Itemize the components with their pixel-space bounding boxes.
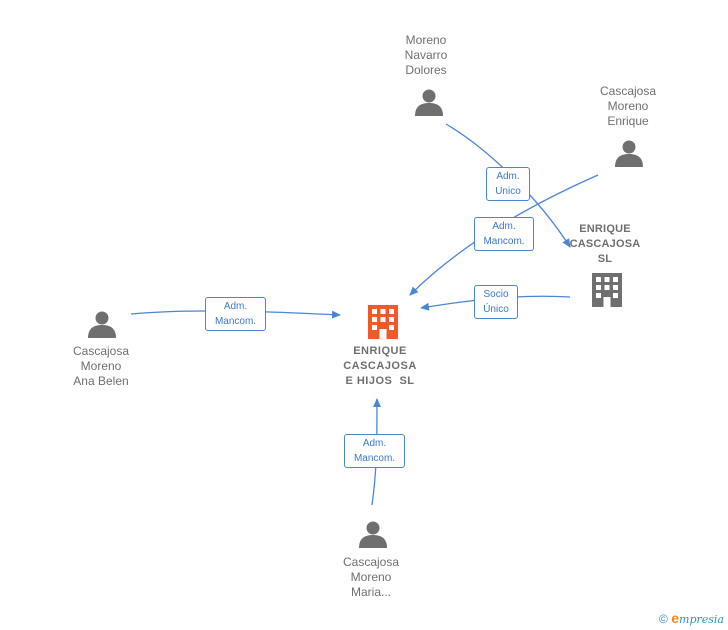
label-line: Cascajosa: [72, 344, 130, 358]
person-label-cascajosa-maria[interactable]: Cascajosa Moreno Maria...: [328, 555, 414, 600]
label-line: Cascajosa: [342, 555, 400, 569]
edge-label-line: Mancom.: [353, 453, 396, 464]
edge-label-adm-unico[interactable]: Adm. Unico: [486, 167, 530, 201]
edge-label-line: Adm.: [362, 438, 387, 449]
brand-logo-text: mpresia: [679, 613, 724, 626]
person-label-moreno-navarro[interactable]: Moreno Navarro Dolores: [386, 33, 466, 78]
edge-label-line: Mancom.: [483, 236, 525, 247]
building-icon-main-company[interactable]: [368, 305, 398, 339]
edge-label-line: Mancom.: [214, 316, 257, 327]
edge-label-socio-unico[interactable]: Socio Único: [474, 285, 518, 319]
label-line: ENRIQUE: [579, 223, 631, 235]
company-label-subsidiary[interactable]: ENRIQUE CASCAJOSA SL: [560, 222, 650, 267]
label-line: Maria...: [350, 585, 391, 599]
label-line: ENRIQUE: [353, 345, 407, 357]
edge-label-adm-mancom-ana[interactable]: Adm. Mancom.: [205, 297, 266, 331]
edge-label-line: Único: [483, 304, 509, 315]
label-line: Ana Belen: [73, 374, 129, 388]
label-line: Enrique: [607, 114, 649, 128]
label-line: Moreno: [80, 359, 122, 373]
person-icon-moreno-navarro[interactable]: [415, 89, 443, 117]
label-line: Dolores: [405, 63, 447, 77]
label-line: E HIJOS SL: [345, 375, 415, 387]
label-line: SL: [597, 253, 613, 265]
label-line: Cascajosa: [599, 84, 657, 98]
label-line: Navarro: [404, 48, 448, 62]
edge-label-adm-mancom-maria[interactable]: Adm. Mancom.: [344, 434, 405, 468]
building-icon-subsidiary[interactable]: [592, 273, 622, 307]
person-icon-cascajosa-maria[interactable]: [359, 521, 387, 549]
label-line: Moreno: [350, 570, 392, 584]
company-label-main[interactable]: ENRIQUE CASCAJOSA E HIJOS SL: [330, 344, 430, 389]
edge-label-line: Adm.: [496, 171, 520, 182]
edge-label-adm-mancom-enrique[interactable]: Adm. Mancom.: [474, 217, 534, 251]
copyright-brand: © empresia: [659, 610, 724, 626]
person-icon-cascajosa-enrique[interactable]: [615, 140, 643, 168]
label-line: CASCAJOSA: [343, 360, 417, 372]
label-line: Moreno: [405, 33, 447, 47]
label-line: Moreno: [607, 99, 649, 113]
edge-label-line: Adm.: [223, 301, 248, 312]
copyright-symbol: ©: [659, 612, 668, 626]
edge-label-line: Unico: [495, 186, 521, 197]
person-icon-cascajosa-ana[interactable]: [88, 311, 116, 339]
person-label-cascajosa-ana[interactable]: Cascajosa Moreno Ana Belen: [56, 344, 146, 389]
edge-label-line: Socio: [483, 289, 509, 300]
brand-logo-initial: e: [671, 610, 680, 626]
label-line: CASCAJOSA: [569, 238, 641, 250]
person-label-cascajosa-enrique[interactable]: Cascajosa Moreno Enrique: [586, 84, 670, 129]
edge-label-line: Adm.: [492, 221, 516, 232]
